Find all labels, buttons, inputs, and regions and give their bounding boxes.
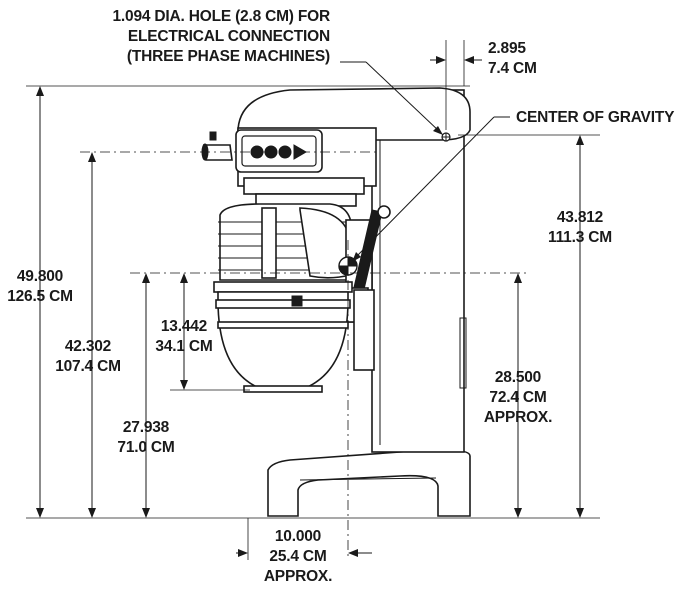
bowl-base-cm: 71.0 CM	[117, 439, 174, 456]
cog-height-cm: 111.3 CM	[548, 229, 612, 246]
dim-head-height	[88, 152, 96, 518]
speed-knob	[201, 131, 233, 161]
electrical-hole-symbol	[441, 132, 451, 142]
dim-cog-height	[576, 135, 584, 518]
dim-hole-offset	[430, 56, 482, 64]
hole-label-line1: 1.094 DIA. HOLE (2.8 CM) FOR	[113, 8, 330, 25]
cog-height-inches: 43.812	[557, 209, 603, 226]
mixer-head	[237, 87, 471, 141]
dim-total-height	[36, 86, 44, 518]
cog-low-inches: 28.500	[495, 369, 541, 386]
hole-offset-inches: 2.895	[488, 40, 526, 57]
head-height-cm: 107.4 CM	[55, 358, 121, 375]
total-height-cm: 126.5 CM	[7, 288, 73, 305]
dim-cog-low	[514, 273, 522, 518]
hole-label-line2: ELECTRICAL CONNECTION	[128, 28, 330, 45]
cog-low-cm: 72.4 CM	[489, 389, 546, 406]
bowl-base-inches: 27.938	[123, 419, 170, 436]
mixer-base	[267, 448, 471, 517]
cog-offset-inches: 10.000	[275, 528, 321, 545]
hole-leader	[340, 61, 443, 135]
cog-offset-note: APPROX.	[264, 568, 332, 585]
center-of-gravity-label: CENTER OF GRAVITY	[516, 109, 675, 126]
dim-bowl-base	[142, 273, 150, 518]
hole-offset-cm: 7.4 CM	[488, 60, 537, 77]
hole-label-line3: (THREE PHASE MACHINES)	[127, 48, 330, 65]
bowl-depth-cm: 34.1 CM	[155, 338, 212, 355]
bowl-guard	[218, 203, 353, 281]
bowl-depth-inches: 13.442	[161, 318, 207, 335]
total-height-inches: 49.800	[17, 268, 63, 285]
dim-bowl-depth	[180, 273, 188, 390]
cog-offset-cm: 25.4 CM	[269, 548, 326, 565]
mixer-machine	[201, 87, 471, 517]
head-height-inches: 42.302	[65, 338, 111, 355]
cog-leader	[352, 116, 510, 262]
mixer-bowl	[213, 281, 353, 393]
mixer-column	[371, 89, 465, 453]
dim-cog-offset	[236, 549, 372, 557]
cog-low-note: APPROX.	[484, 409, 552, 426]
